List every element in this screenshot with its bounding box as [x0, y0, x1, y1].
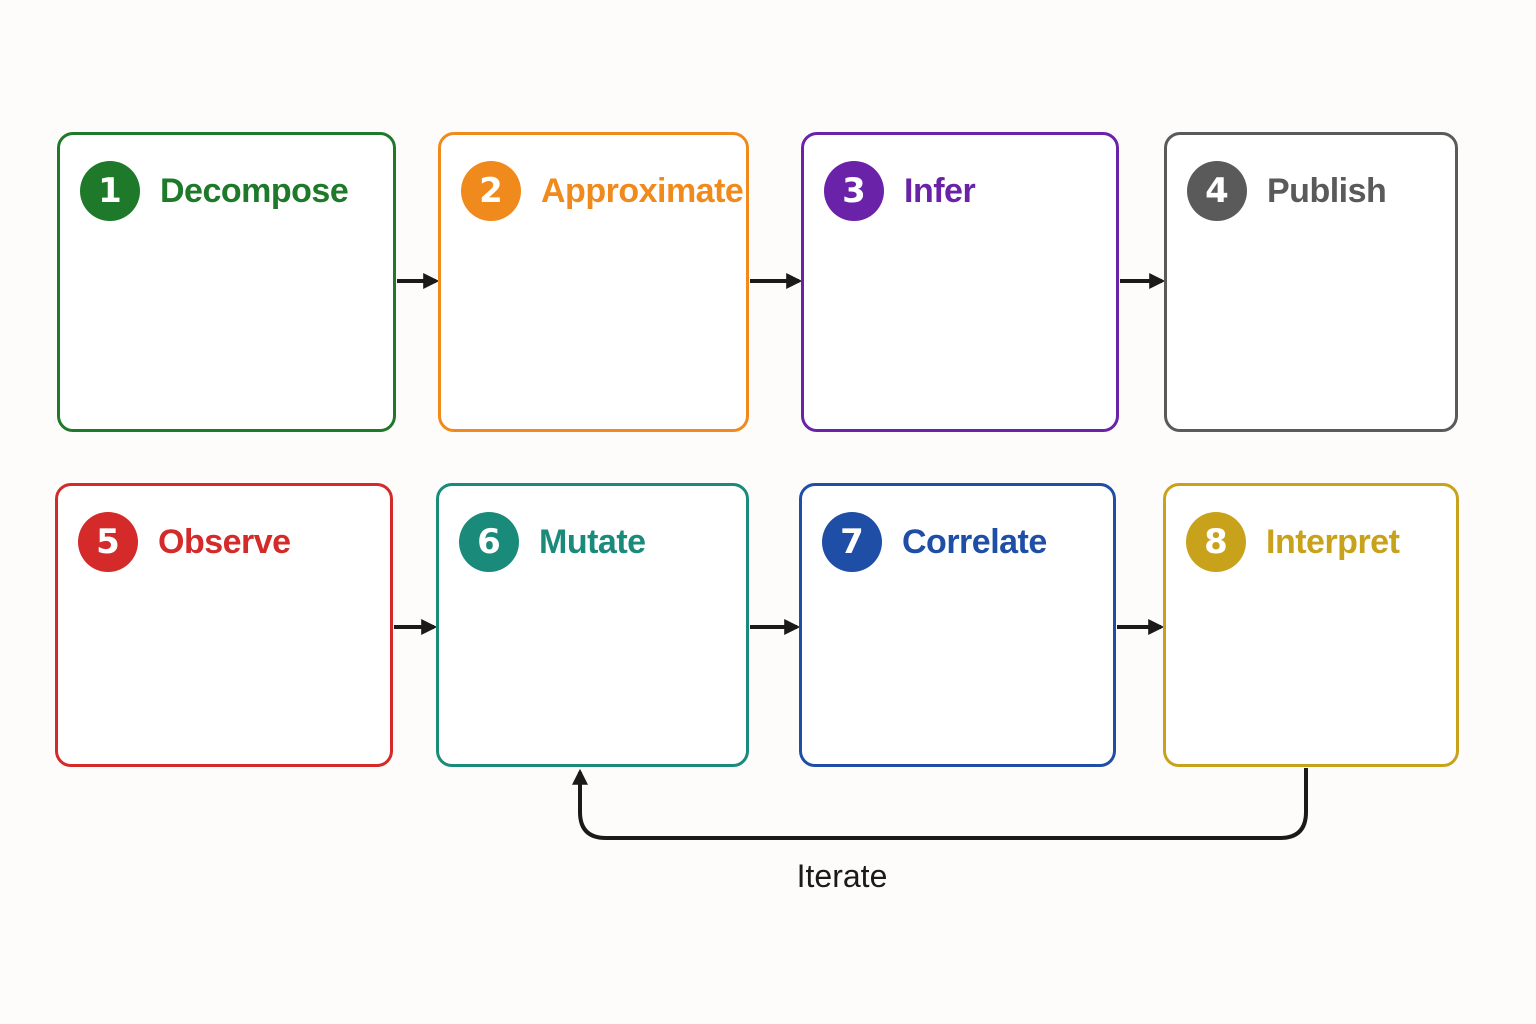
step-infer-card: 3 Infer	[801, 132, 1119, 432]
step-header: 1 Decompose	[80, 161, 349, 221]
step-header: 5 Observe	[78, 512, 291, 572]
step-title: Approximate	[541, 171, 744, 210]
step-correlate-card: 7 Correlate	[799, 483, 1116, 767]
step-title: Decompose	[160, 171, 349, 210]
step-number-badge: 7	[822, 512, 882, 572]
step-approximate-card: 2 Approximate	[438, 132, 749, 432]
step-title: Correlate	[902, 522, 1047, 561]
step-number-badge: 6	[459, 512, 519, 572]
step-title: Mutate	[539, 522, 646, 561]
step-number-badge: 4	[1187, 161, 1247, 221]
step-number-badge: 3	[824, 161, 884, 221]
step-publish-card: 4 Publish	[1164, 132, 1458, 432]
step-title: Interpret	[1266, 522, 1400, 561]
step-header: 8 Interpret	[1186, 512, 1400, 572]
iterate-loop-arrow	[572, 768, 1308, 840]
step-decompose-card: 1 Decompose	[57, 132, 396, 432]
iterate-label: Iterate	[796, 858, 888, 894]
step-header: 6 Mutate	[459, 512, 646, 572]
step-mutate-card: 6 Mutate	[436, 483, 749, 767]
step-interpret-card: 8 Interpret	[1163, 483, 1459, 767]
step-observe-card: 5 Observe	[55, 483, 393, 767]
step-number-badge: 2	[461, 161, 521, 221]
step-title: Infer	[904, 171, 976, 210]
step-number-badge: 8	[1186, 512, 1246, 572]
step-header: 3 Infer	[824, 161, 976, 221]
step-number-badge: 5	[78, 512, 138, 572]
step-header: 7 Correlate	[822, 512, 1047, 572]
step-header: 4 Publish	[1187, 161, 1387, 221]
step-header: 2 Approximate	[461, 161, 744, 221]
step-title: Observe	[158, 522, 291, 561]
step-title: Publish	[1267, 171, 1387, 210]
step-number-badge: 1	[80, 161, 140, 221]
